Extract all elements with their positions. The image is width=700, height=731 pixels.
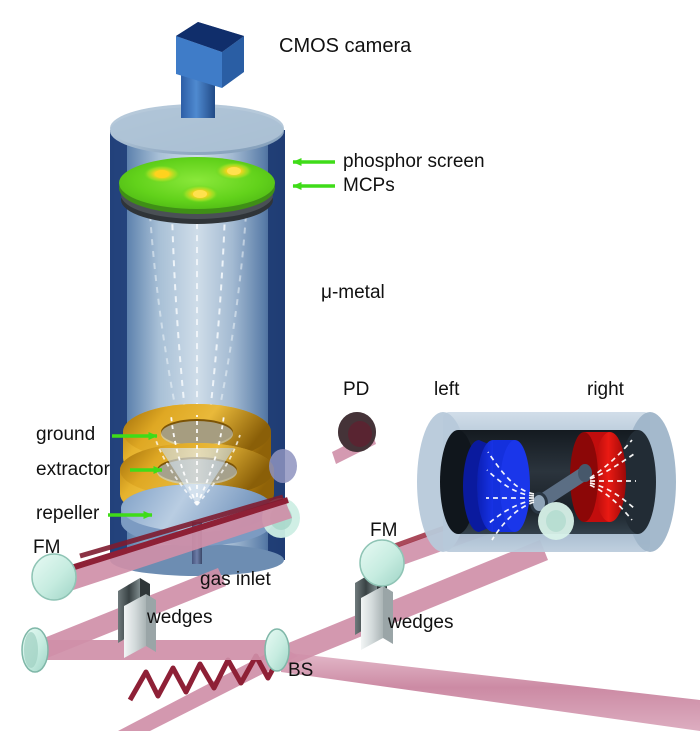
wedges-left: [118, 578, 156, 658]
extraction-cone: [160, 448, 234, 505]
label-gas-inlet: gas inlet: [200, 569, 271, 590]
label-phosphor-screen: phosphor screen: [343, 151, 485, 172]
label-mu-metal: μ-metal: [321, 282, 385, 303]
mu-metal-shield-left: [110, 130, 127, 560]
extraction-field-lines: [153, 414, 241, 506]
callout-arrows: [108, 158, 335, 519]
label-fm-right: FM: [370, 520, 398, 541]
focusing-mirror-right: [359, 539, 405, 587]
photodiode: [338, 412, 376, 452]
beam-focus-core: [79, 494, 284, 559]
camera-side-face: [222, 36, 244, 88]
label-inset-left: left: [434, 379, 460, 400]
beam-bs-to-right-wedges: [281, 540, 548, 666]
inset-detector-left: [463, 440, 530, 532]
beam-input-lower: [118, 646, 298, 731]
inset-core-right-cap: [620, 430, 656, 534]
electrode-assembly: [120, 404, 274, 564]
beam-splitter: [264, 628, 290, 672]
focusing-mirror-left: [31, 553, 77, 601]
label-wedges-left: wedges: [147, 607, 213, 628]
cmos-camera: [176, 22, 244, 118]
beam-left-fm-to-chamber: [48, 500, 292, 596]
camera-top-face-shade: [176, 22, 244, 52]
label-wedges-right: wedges: [388, 612, 454, 633]
camera-front-face: [176, 36, 222, 88]
label-inset-right: right: [587, 379, 624, 400]
inset-tof-cylinder: [417, 412, 676, 552]
label-pd: PD: [343, 379, 370, 400]
beam-input: [281, 652, 700, 731]
chamber-top-lid-highlight: [110, 104, 284, 152]
label-bs: BS: [288, 660, 314, 681]
beam-left-core: [51, 497, 289, 577]
turning-mirror-lower-left: [21, 627, 49, 673]
label-repeller: repeller: [36, 503, 100, 524]
inset-trajectories-left: [486, 451, 535, 541]
label-cmos-camera: CMOS camera: [279, 35, 412, 57]
label-mcps: MCPs: [343, 175, 395, 196]
label-extractor: extractor: [36, 459, 110, 480]
ion-hit-spots: [143, 162, 253, 203]
label-ground: ground: [36, 424, 96, 445]
label-fm-left: FM: [33, 537, 61, 558]
detector-stack: [119, 157, 275, 224]
inset-trajectories-right: [589, 439, 636, 521]
inset-focusing-mirror: [538, 502, 574, 540]
